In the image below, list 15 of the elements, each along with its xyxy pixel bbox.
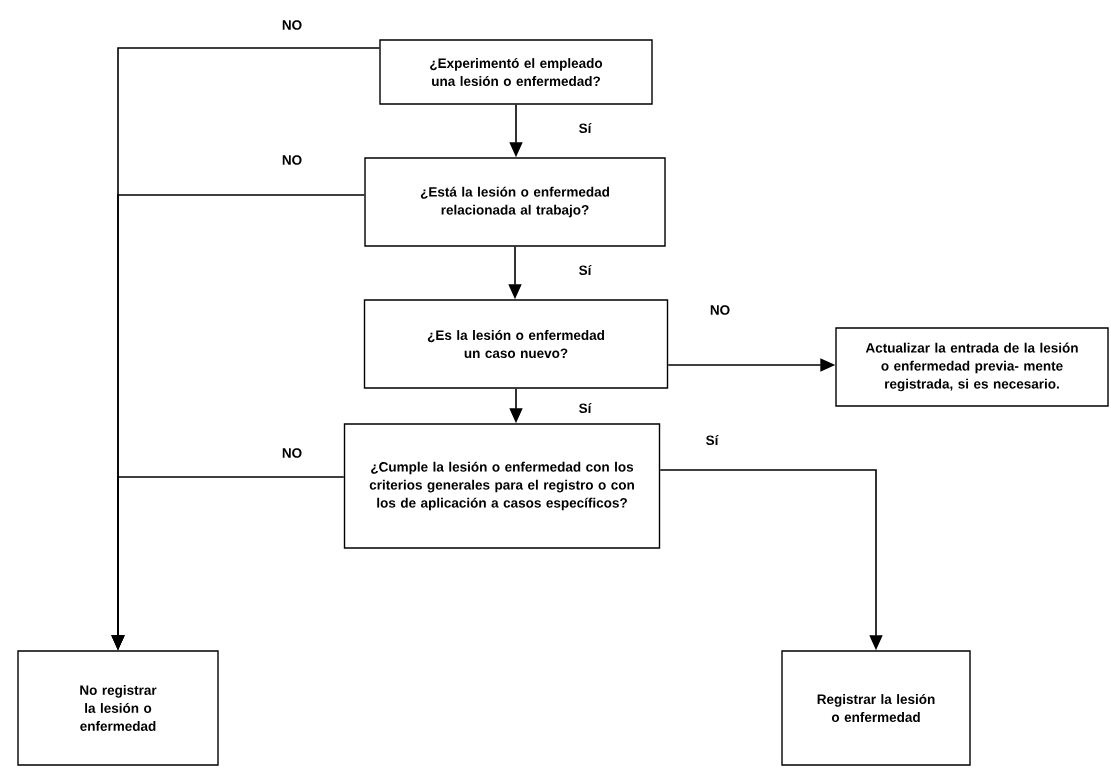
process-box: No registrar la lesión o enfermedad xyxy=(17,650,219,766)
process-box: ¿Cumple la lesión o enfermedad con los criterios generales para el registro o con los de aplicación a casos específicos? xyxy=(343,423,661,549)
edge-label: Sí xyxy=(577,402,593,414)
process-box: Registrar la lesión o enfermedad xyxy=(781,650,971,766)
process-box: Actualizar la entrada de la lesión o enfermedad previa- mente registrada, si es necesario. xyxy=(835,327,1109,407)
edge-label: Sí xyxy=(704,434,720,446)
process-box: ¿Experimentó el empleado una lesión o enfermedad? xyxy=(379,39,653,105)
process-box: ¿Está la lesión o enfermedad relacionada al trabajo? xyxy=(364,157,666,247)
edge-label: NO xyxy=(280,447,304,459)
edge-label: NO xyxy=(280,19,304,31)
edge-label: NO xyxy=(708,304,732,316)
process-box: ¿Es la lesión o enfermedad un caso nuevo? xyxy=(363,299,669,389)
edge-label: Sí xyxy=(577,264,593,276)
edge-label: Sí xyxy=(577,122,593,134)
edge-label: NO xyxy=(280,154,304,166)
